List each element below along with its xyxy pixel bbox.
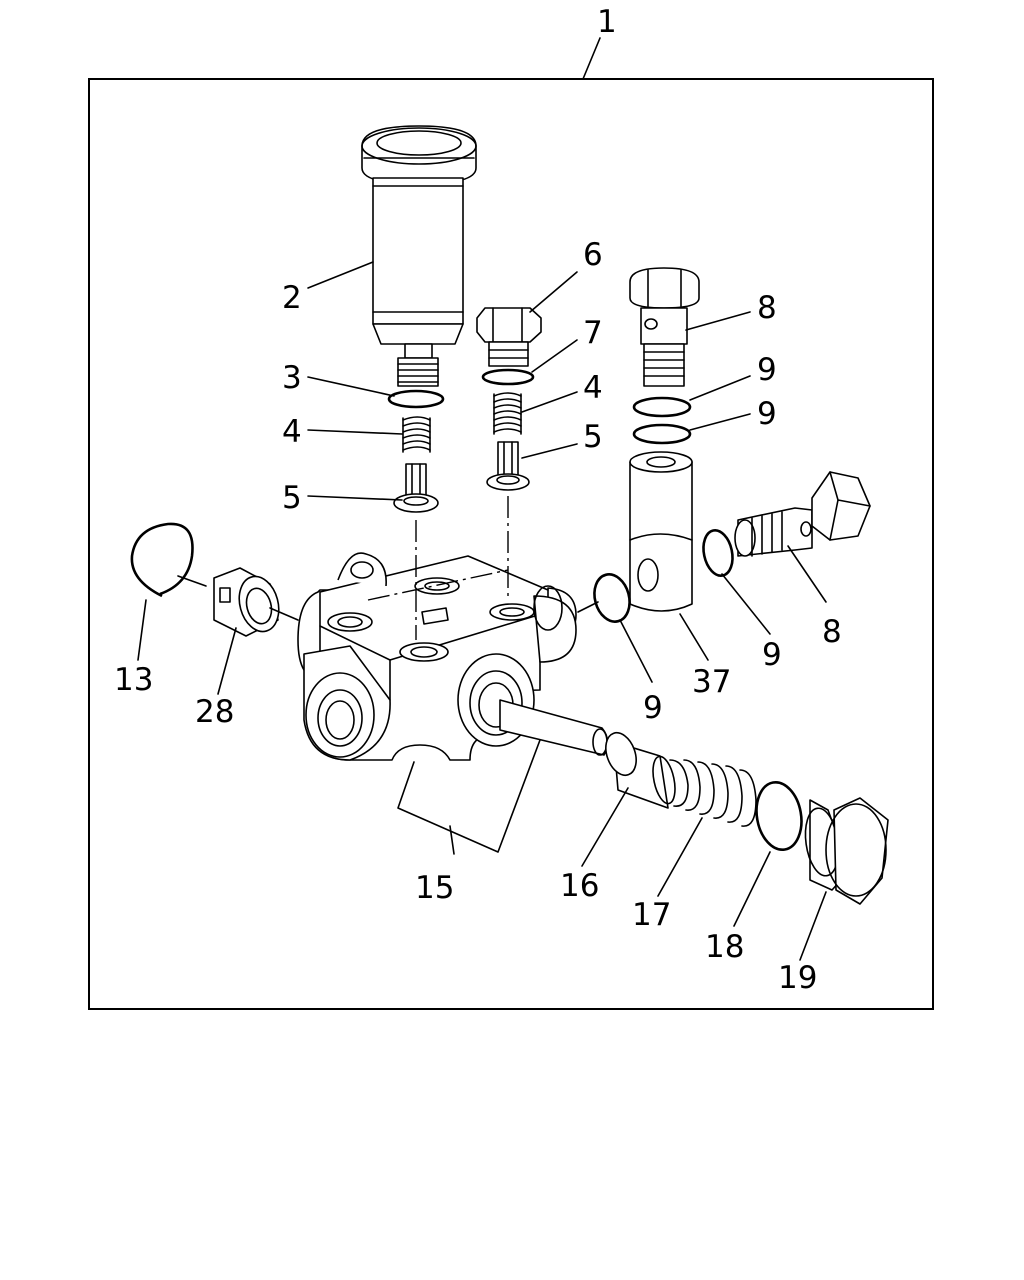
callout-7: 7 bbox=[583, 315, 603, 351]
callout-19: 19 bbox=[778, 960, 817, 996]
leader-lines bbox=[137, 261, 827, 961]
part-9-washer-upper bbox=[632, 396, 692, 418]
callout-2: 2 bbox=[282, 280, 302, 316]
callout-37: 37 bbox=[692, 664, 731, 700]
callout-18: 18 bbox=[705, 929, 744, 965]
part-5-valve-right bbox=[486, 441, 530, 491]
part-13-snap-ring bbox=[130, 522, 194, 598]
callout-5-right: 5 bbox=[583, 419, 603, 455]
callout-15: 15 bbox=[415, 870, 454, 906]
callout-1: 1 bbox=[597, 4, 617, 40]
callout-4-left: 4 bbox=[282, 414, 302, 450]
part-4-spring-right bbox=[493, 392, 522, 435]
part-15-bracket bbox=[397, 739, 541, 853]
part-3-o-ring bbox=[387, 389, 445, 409]
part-9-washer-center bbox=[593, 573, 631, 623]
callout-8-top: 8 bbox=[757, 290, 777, 326]
part-8-banjo-bolt-vertical bbox=[629, 267, 700, 387]
part-4-spring-left bbox=[402, 416, 431, 453]
part-15-piston-rod bbox=[499, 699, 609, 756]
callout-labels: 1 2 3 4 5 6 7 4 5 8 9 9 8 9 37 9 13 28 1… bbox=[114, 4, 842, 996]
part-7-o-ring bbox=[481, 368, 535, 386]
part-37-banjo-fitting bbox=[629, 451, 693, 612]
part-9-washer-lower bbox=[632, 423, 692, 445]
part-17-spring bbox=[669, 759, 757, 827]
part-18-washer bbox=[755, 780, 803, 852]
centerline-top-rail bbox=[367, 569, 509, 601]
diagram-frame bbox=[88, 78, 934, 1010]
callout-5-left: 5 bbox=[282, 480, 302, 516]
callout-9-lower: 9 bbox=[757, 396, 777, 432]
callout-17: 17 bbox=[632, 897, 671, 933]
part-8-banjo-bolt-horizontal bbox=[734, 471, 871, 557]
callout-9-upper: 9 bbox=[757, 352, 777, 388]
part-5-valve-left bbox=[393, 463, 439, 513]
callout-9-center: 9 bbox=[643, 690, 663, 726]
part-2-hand-pump bbox=[361, 125, 477, 387]
callout-16: 16 bbox=[560, 868, 599, 904]
callout-28: 28 bbox=[195, 694, 234, 730]
leader-1 bbox=[582, 37, 601, 80]
callout-9-right: 9 bbox=[762, 637, 782, 673]
part-6-plug bbox=[476, 307, 542, 367]
part-19-plug bbox=[804, 797, 889, 905]
callout-8-right: 8 bbox=[822, 614, 842, 650]
callout-3: 3 bbox=[282, 360, 302, 396]
part-28-strainer bbox=[213, 567, 280, 637]
callout-13: 13 bbox=[114, 662, 153, 698]
callout-6: 6 bbox=[583, 237, 603, 273]
part-16-tappet bbox=[605, 731, 676, 809]
callout-4-right: 4 bbox=[583, 370, 603, 406]
part-9-washer-right bbox=[702, 529, 734, 577]
